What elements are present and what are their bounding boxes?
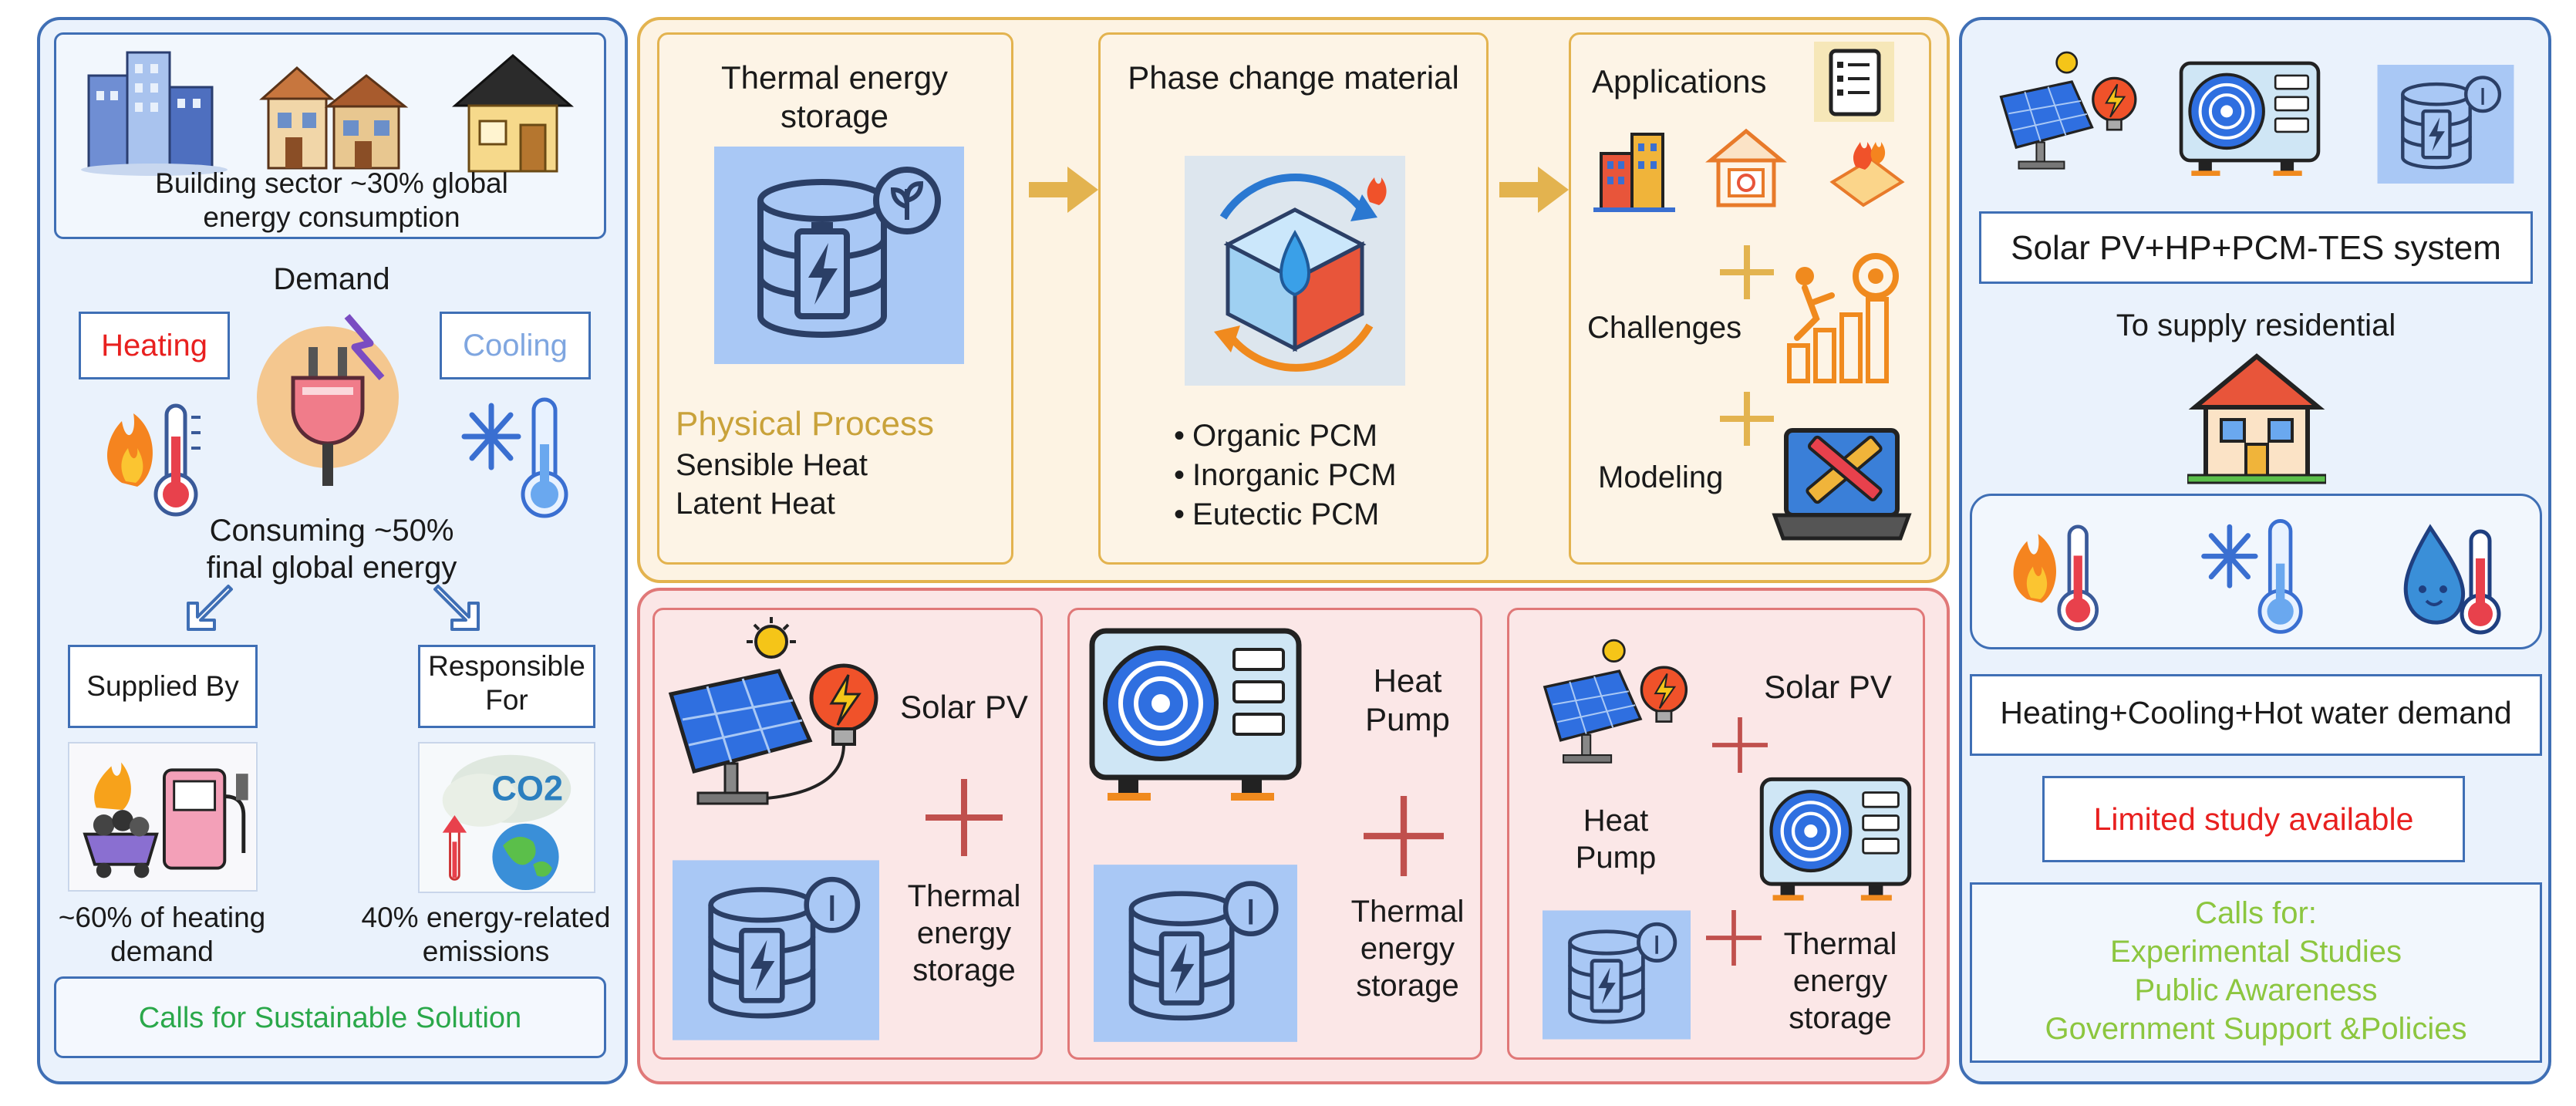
cooling-box: [440, 312, 591, 379]
applications-label: Applications: [1592, 63, 1767, 99]
heat-pump-3-icon: [2178, 60, 2321, 179]
residential-house-icon: [2187, 346, 2326, 486]
heating-box: [79, 312, 230, 379]
modeling-label: Modeling: [1598, 460, 1724, 494]
box2-hp-label: Heat Pump: [1365, 663, 1450, 738]
battery-storage-2-icon: [673, 855, 879, 1046]
electric-plug-icon: [255, 301, 409, 486]
plus-red-3-icon: [1712, 717, 1768, 773]
modeling-laptop-icon: [1771, 415, 1913, 548]
battery-storage-icon: [714, 147, 964, 364]
pcm-type-inorganic: Inorganic PCM: [1174, 456, 1467, 495]
responsible-for-label: Responsible For: [428, 650, 585, 717]
calls-item-public: Public Awareness: [2134, 973, 2378, 1007]
responsible-for-box: [418, 645, 595, 728]
demand-label-right: Heating+Cooling+Hot water demand: [2000, 695, 2512, 730]
hot-water-icon: [2388, 512, 2511, 637]
limited-study-label: Limited study available: [2093, 801, 2414, 837]
box3-solar-label: Solar PV: [1764, 669, 1892, 705]
arrow-right-1-icon: [1029, 167, 1098, 213]
house-heating-icon: [1704, 122, 1788, 213]
pcm-title: Phase change material: [1128, 59, 1459, 96]
document-checklist-icon: [1814, 42, 1894, 122]
plus-red-2-icon: [1364, 796, 1444, 876]
consuming-text: Consuming ~50% final global energy: [206, 514, 457, 585]
solar-panel-2-icon: [1539, 615, 1694, 785]
supplied-by-box: [68, 645, 258, 728]
battery-storage-4-icon: [1543, 907, 1691, 1043]
heat-pump-2-icon: [1758, 771, 1913, 909]
sensible-heat-label: Sensible Heat: [676, 448, 868, 482]
co2-emissions-image: CO2: [418, 742, 595, 893]
hot-thermometer-icon: [91, 390, 214, 521]
floor-heating-icon: [1825, 128, 1908, 211]
arrow-down-left-icon: [182, 580, 238, 636]
buildings-application-icon: [1593, 126, 1675, 213]
emissions-text: 40% energy-related emissions: [361, 902, 611, 968]
demand-label: Demand: [273, 262, 390, 296]
sustainable-solution-text: Calls for Sustainable Solution: [138, 1002, 522, 1034]
supply-label: To supply residential: [2116, 309, 2396, 342]
cold-thermometer-icon: [457, 390, 588, 521]
arrow-down-right-icon: [429, 580, 484, 636]
city-buildings-icon: [73, 45, 235, 176]
plus-2-icon: [1720, 392, 1774, 446]
plus-red-1-icon: [926, 779, 1003, 856]
fossil-fuel-image: [68, 742, 258, 892]
system-label: Solar PV+HP+PCM-TES system: [2011, 229, 2501, 267]
heating-share-text: ~60% of heating demand: [58, 902, 266, 968]
cooling-label: Cooling: [463, 329, 568, 362]
solar-panel-3-icon: [1996, 42, 2143, 177]
building-sector-text: Building sector ~30% global energy consu…: [155, 167, 508, 234]
heating-label: Heating: [101, 329, 207, 362]
limited-study-box: [2042, 776, 2465, 862]
battery-storage-3-icon: [1094, 858, 1297, 1049]
hot-thermometer-2-icon: [1994, 512, 2118, 636]
plus-1-icon: [1720, 245, 1774, 299]
solar-panel-1-icon: [663, 617, 887, 810]
sustainable-solution-box: [54, 976, 606, 1058]
calls-for-label: Calls for:: [2195, 896, 2317, 930]
calls-item-experimental: Experimental Studies: [2110, 935, 2402, 969]
box2-tes-label: Thermal energy storage: [1350, 895, 1465, 1003]
latent-heat-label: Latent Heat: [676, 487, 835, 521]
system-box: [1979, 211, 2533, 284]
battery-storage-5-icon: [2377, 65, 2514, 184]
arrow-right-2-icon: [1499, 167, 1569, 213]
tes-title: Thermal energy storage: [720, 59, 949, 135]
box3-tes-label: Thermal energy storage: [1783, 927, 1897, 1035]
pcm-types-list: Organic PCM Inorganic PCM Eutectic PCM: [1174, 416, 1467, 535]
heat-pump-1-icon: [1087, 626, 1303, 805]
phase-change-cube-icon: [1185, 156, 1405, 386]
supplied-by-label: Supplied By: [86, 670, 239, 702]
box1-tes-label: Thermal energy storage: [907, 879, 1021, 987]
co2-text: CO2: [491, 768, 563, 808]
pcm-type-organic: Organic PCM: [1174, 416, 1467, 456]
plus-red-4-icon: [1706, 910, 1762, 966]
challenge-climb-icon: [1774, 245, 1911, 386]
challenges-label: Challenges: [1587, 311, 1742, 345]
calls-for-box: [1970, 882, 2542, 1063]
house-icon: [447, 48, 578, 177]
physical-process-label: Physical Process: [676, 405, 935, 443]
cold-thermometer-2-icon: [2193, 512, 2325, 637]
townhouses-icon: [255, 52, 409, 176]
box1-solar-label: Solar PV: [900, 689, 1028, 725]
pcm-type-eutectic: Eutectic PCM: [1174, 495, 1467, 534]
calls-item-government: Government Support &Policies: [2045, 1012, 2467, 1046]
demand-box: [1970, 674, 2542, 756]
box3-hp-label: Heat Pump: [1575, 804, 1657, 875]
